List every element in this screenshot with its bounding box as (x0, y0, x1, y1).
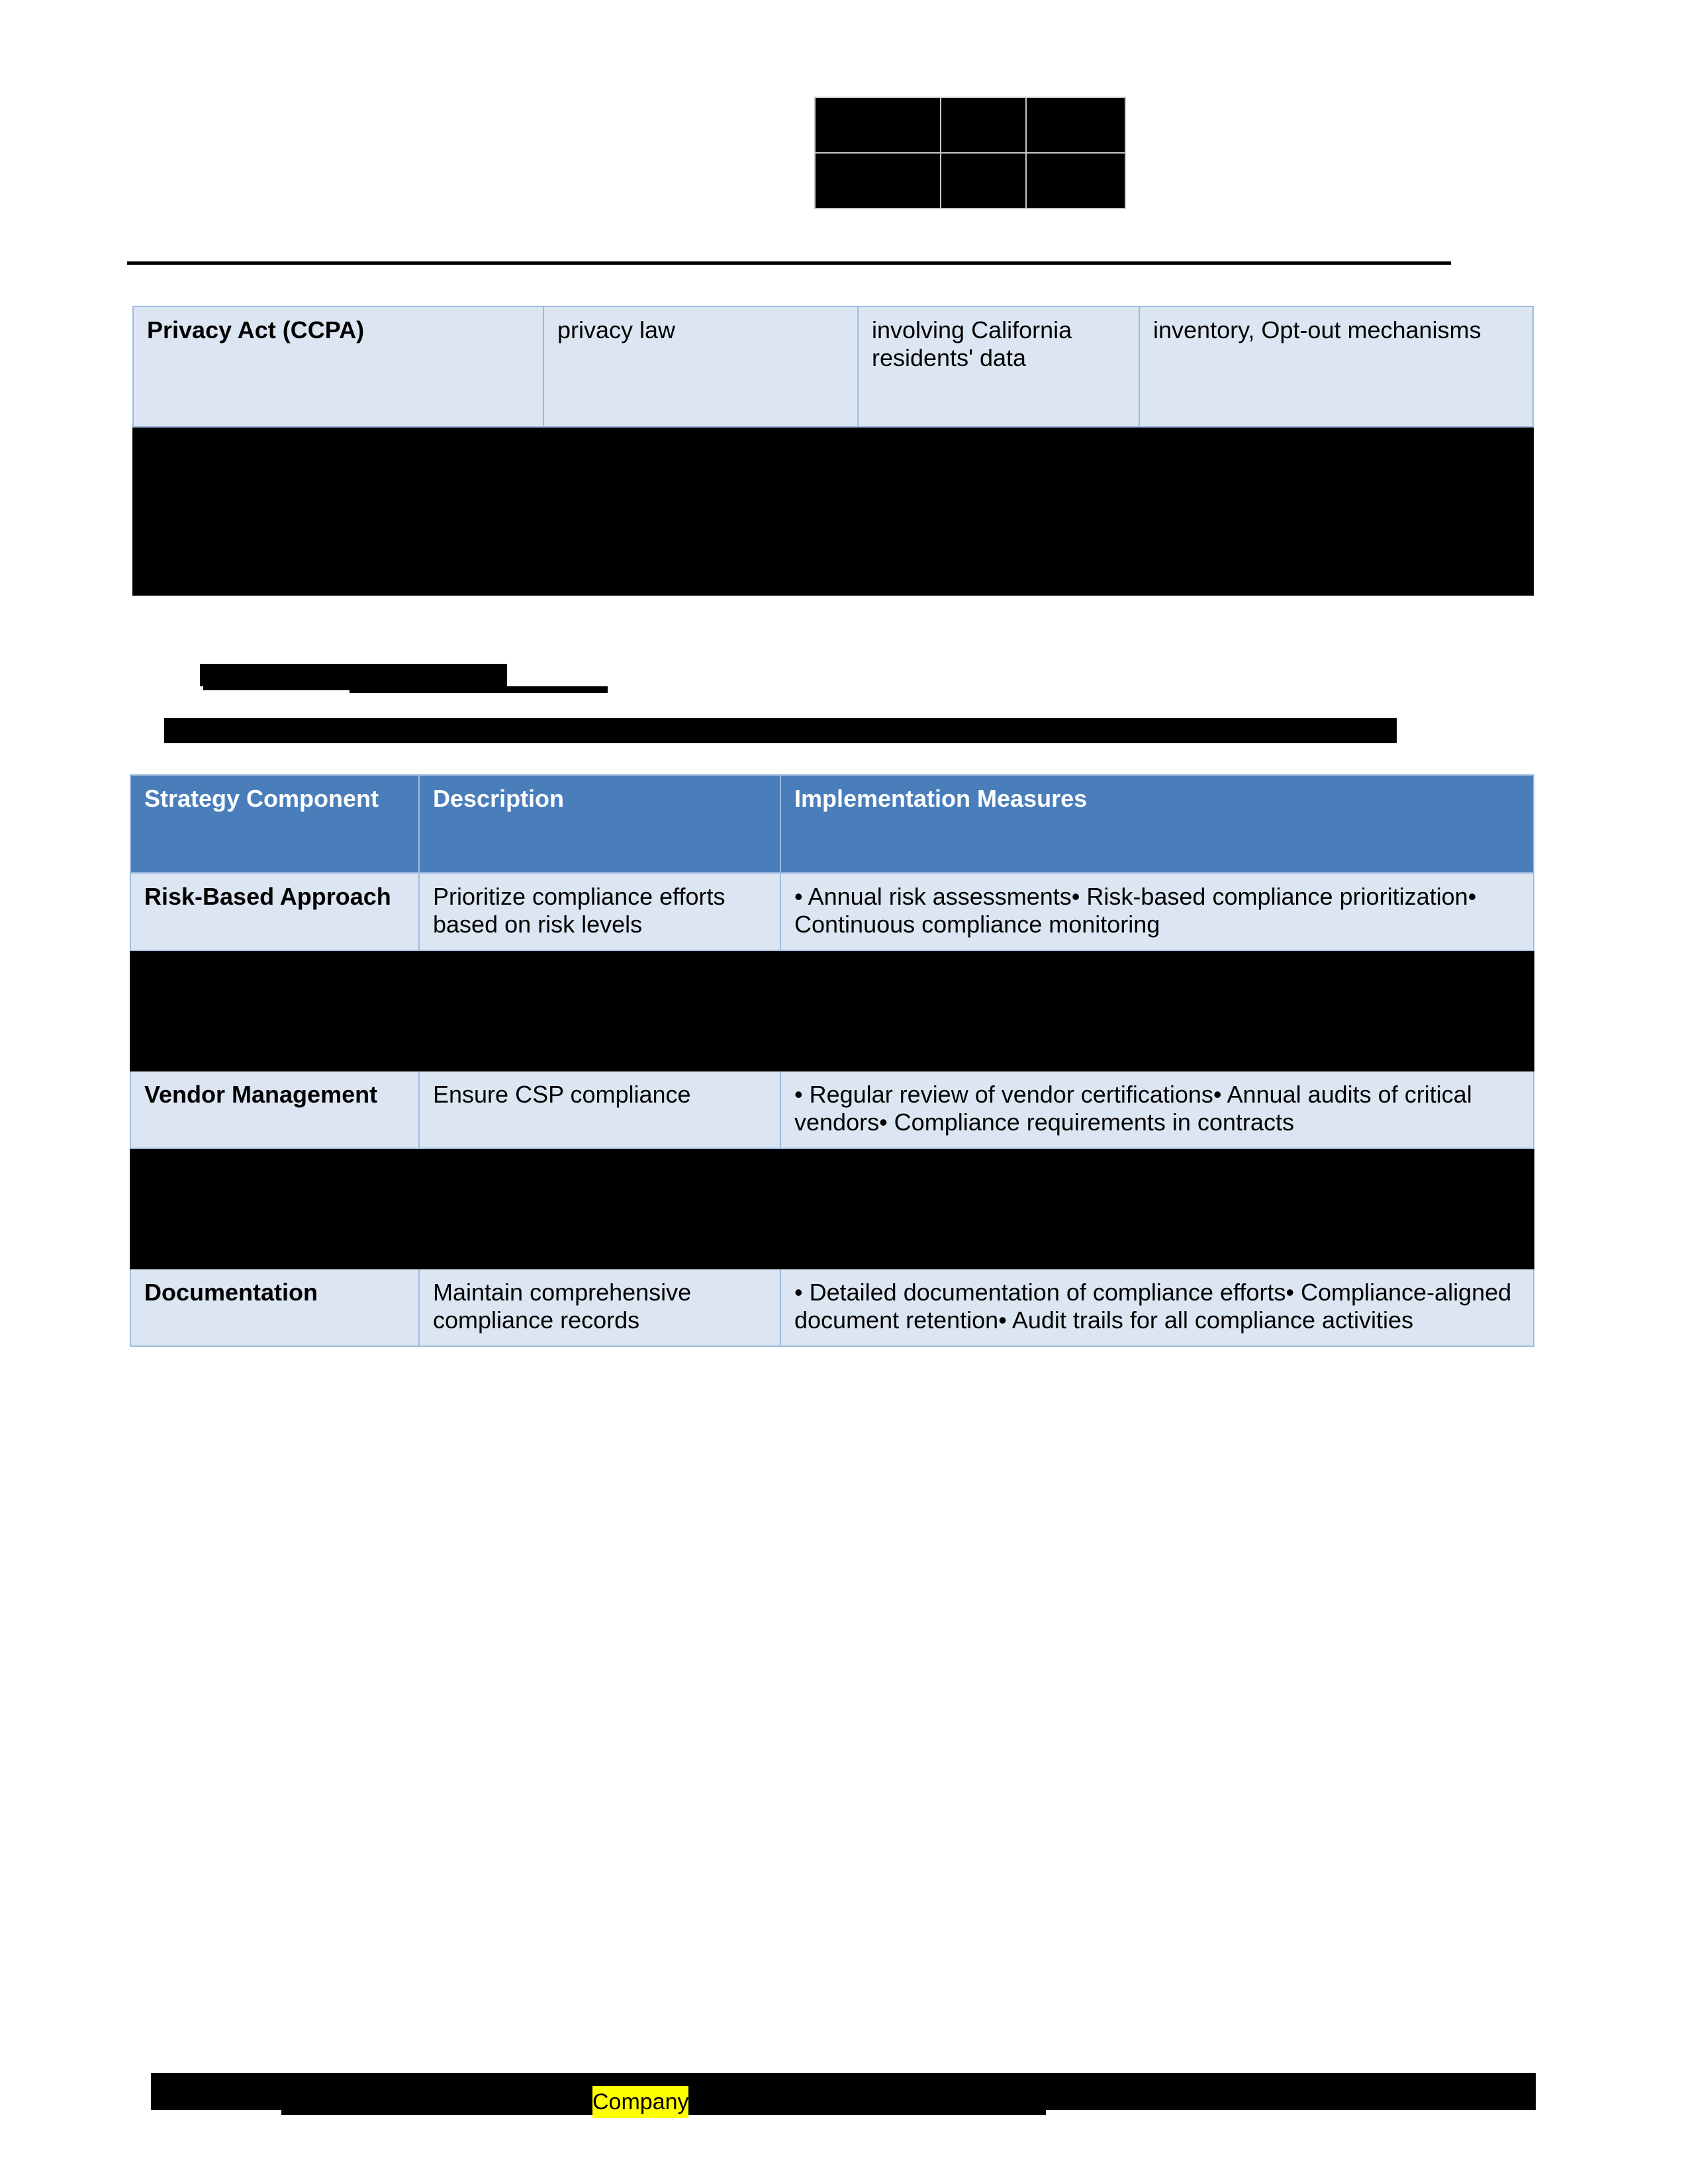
table-row (814, 152, 1126, 209)
table-row-redacted (132, 426, 1534, 596)
strategy-table: Strategy Component Description Implement… (130, 774, 1534, 1347)
table-row: Risk-Based Approach Prioritize complianc… (130, 872, 1534, 951)
column-header-description: Description (418, 774, 781, 874)
redacted-cell (780, 949, 1534, 1071)
strategy-measures-cell: • Regular review of vendor certification… (780, 1069, 1534, 1149)
redacted-heading-tail (350, 686, 608, 693)
table-row: Vendor Management Ensure CSP compliance … (130, 1069, 1534, 1149)
redacted-section-heading (200, 664, 507, 686)
ccpa-cell-type: privacy law (543, 306, 859, 428)
strategy-component-cell: Documentation (130, 1267, 420, 1347)
redacted-cell (940, 152, 1027, 209)
ccpa-cell-regulation: Privacy Act (CCPA) (132, 306, 544, 428)
redacted-cell (1139, 426, 1534, 596)
table-row-redacted (130, 949, 1534, 1071)
strategy-description-cell: Maintain comprehensive compliance record… (418, 1267, 781, 1347)
redacted-paragraph (164, 718, 1397, 743)
footer-highlighted-company-text: Company (592, 2086, 689, 2118)
redacted-cell (814, 152, 941, 209)
strategy-component-cell: Vendor Management (130, 1069, 420, 1149)
redacted-cell (940, 97, 1027, 154)
redacted-cell (418, 1147, 781, 1269)
redacted-cell (543, 426, 859, 596)
table-row (814, 97, 1126, 154)
redacted-cell (814, 97, 941, 154)
redacted-cell (130, 949, 420, 1071)
redacted-cell (857, 426, 1140, 596)
redacted-heading-underline (203, 686, 397, 690)
strategy-measures-cell: • Detailed documentation of compliance e… (780, 1267, 1534, 1347)
redacted-cell (132, 426, 544, 596)
footer-redacted-bar (151, 2073, 1536, 2110)
ccpa-cell-scope: involving California residents' data (857, 306, 1140, 428)
redacted-cell (130, 1147, 420, 1269)
ccpa-cell-requirements: inventory, Opt-out mechanisms (1139, 306, 1534, 428)
strategy-description-cell: Prioritize compliance efforts based on r… (418, 872, 781, 951)
redacted-cell (418, 949, 781, 1071)
top-redacted-table (814, 97, 1126, 209)
redacted-cell (1025, 97, 1126, 154)
table-row: Privacy Act (CCPA) privacy law involving… (132, 306, 1534, 428)
redacted-cell (1025, 152, 1126, 209)
table-header-row: Strategy Component Description Implement… (130, 774, 1534, 874)
horizontal-rule-divider (127, 261, 1451, 265)
strategy-component-cell: Risk-Based Approach (130, 872, 420, 951)
strategy-measures-cell: • Annual risk assessments• Risk-based co… (780, 872, 1534, 951)
ccpa-table: Privacy Act (CCPA) privacy law involving… (132, 306, 1534, 596)
redacted-cell (780, 1147, 1534, 1269)
column-header-implementation-measures: Implementation Measures (780, 774, 1534, 874)
strategy-description-cell: Ensure CSP compliance (418, 1069, 781, 1149)
column-header-strategy-component: Strategy Component (130, 774, 420, 874)
table-row-redacted (130, 1147, 1534, 1269)
table-row: Documentation Maintain comprehensive com… (130, 1267, 1534, 1347)
